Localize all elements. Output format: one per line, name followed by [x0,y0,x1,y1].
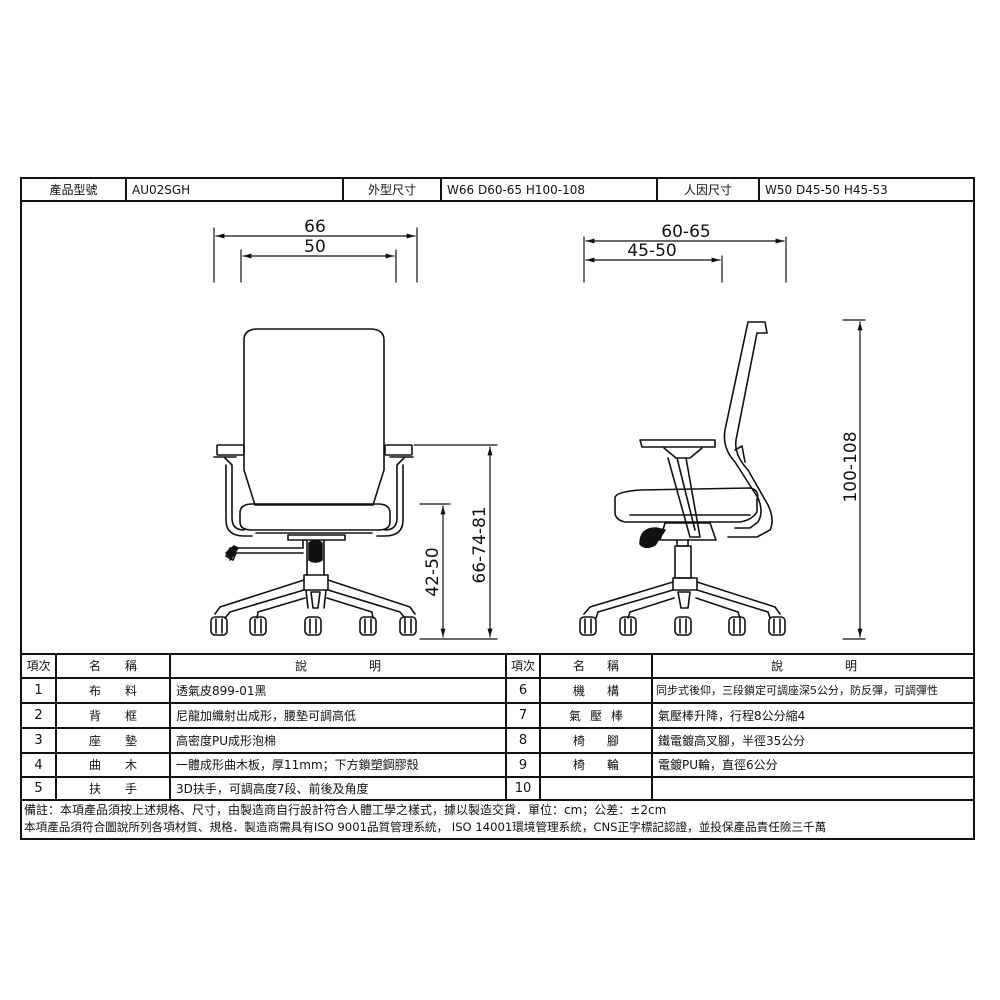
col-header-name: 名 稱 [57,655,169,677]
spec-sheet-frame [20,177,975,840]
header-col-divider [656,177,658,201]
row-name: 機構 [573,683,619,698]
row-index: 10 [514,781,532,796]
col-divider [651,653,653,801]
dim-overall-height: 100-108 [841,431,861,502]
side-view [579,236,866,640]
row-name: 布料 [89,683,137,698]
row-index: 1 [34,683,43,698]
row-name [541,778,651,799]
col-header-name-char: 名 [89,659,102,673]
row-name: 椅輪 [573,758,619,772]
dim-overall-depth: 60-65 [661,222,710,242]
col-header-name-char: 稱 [606,659,619,673]
row-divider [20,727,975,729]
header-col-divider [440,177,442,201]
row-index: 6 [518,683,528,698]
row-index: 5 [34,781,43,796]
col-header-desc-char: 明 [369,659,382,673]
header-col-divider [125,177,127,201]
row-desc: 氣壓棒升降，行程8公分縮4 [658,708,806,723]
row-index: 4 [34,757,43,773]
row-name: 椅腳 [573,733,619,748]
table-header-divider [20,677,975,679]
row-desc [653,778,975,799]
table-top-border [20,653,975,655]
col-header-name: 名 稱 [541,655,651,677]
col-divider [169,653,171,801]
row-desc: 同步式後仰，三段鎖定可調座深5公分，防反彈，可調彈性 [656,684,938,697]
dim-seat-height: 42-50 [423,547,443,596]
row-name: 氣壓棒 [569,708,623,723]
dim-overall-width: 66 [304,217,326,237]
row-divider [20,776,975,778]
header-col-divider [758,177,760,201]
col-header-desc-char: 說 [770,659,783,673]
header-divider [20,200,975,202]
ergonomic-size-value: W50 D45-50 H45-53 [765,182,888,197]
dim-armrest-height: 66-74-81 [470,506,490,583]
dim-seat-depth: 45-50 [627,241,676,261]
row-divider [20,752,975,754]
row-name: 背框 [89,708,137,723]
col-divider [505,653,507,801]
row-desc: 鐵電鍍高叉腳，半徑35公分 [658,733,806,748]
col-header-desc-char: 明 [845,659,858,673]
row-divider [20,702,975,704]
front-view [210,227,498,640]
row-index: 2 [34,708,43,723]
col-divider [539,653,541,801]
row-desc: 電鍍PU輪，直徑6公分 [658,758,778,772]
col-header-name-char: 名 [573,659,586,673]
outer-size-value: W66 D60-65 H100-108 [447,182,586,197]
model-label: 產品型號 [49,182,98,197]
col-header-desc-char: 說 [294,659,307,673]
note-line-2: 本項產品須符合圖說所列各項材質、規格．製造商需具有ISO 9001品質管理系統，… [24,820,827,834]
row-name: 曲木 [89,758,137,772]
row-desc: 高密度PU成形泡棉 [176,733,277,748]
row-desc: 透氣皮899-01黑 [176,683,267,698]
note-line-1: 備註：本項產品須按上述規格、尺寸，由製造商自行設計符合人體工學之樣式，據以製造交… [24,803,667,817]
outer-size-label: 外型尺寸 [367,182,416,197]
row-index: 9 [518,757,528,773]
col-header-index: 項次 [510,659,535,673]
side-casters [579,616,786,636]
row-index: 8 [518,733,528,748]
col-header-name-char: 稱 [124,659,137,673]
row-index: 3 [34,733,43,748]
front-casters [210,616,417,636]
header-col-divider [342,177,344,201]
row-index: 7 [518,708,528,723]
row-desc: 3D扶手，可調高度7段、前後及角度 [176,781,369,796]
row-name: 座墊 [89,733,137,748]
col-divider [55,653,57,801]
dim-seat-width: 50 [304,237,326,257]
row-name: 扶手 [89,781,137,796]
model-value: AU02SGH [132,182,191,197]
col-header-desc: 說 明 [171,655,505,677]
table-bottom-border [20,799,975,801]
ergonomic-size-label: 人因尺寸 [683,182,732,197]
row-desc: 尼龍加纖射出成形，腰墊可調高低 [176,708,357,723]
row-desc: 一體成形曲木板，厚11mm；下方鎖塑鋼膠殼 [176,758,419,772]
col-header-desc: 說 明 [653,655,975,677]
col-header-index: 項次 [26,659,51,673]
